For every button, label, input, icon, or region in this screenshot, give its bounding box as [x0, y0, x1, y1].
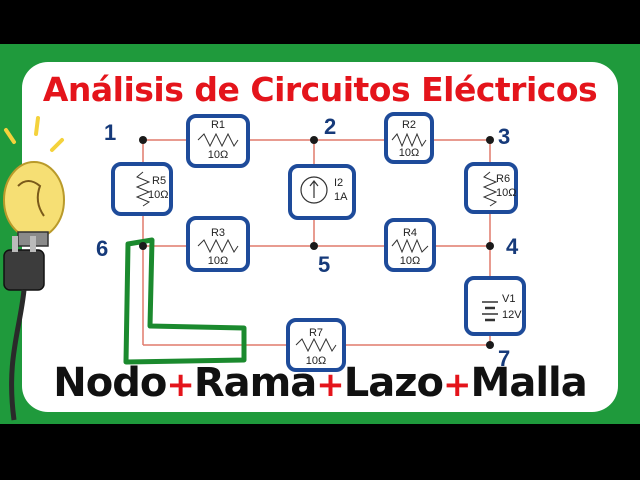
light-bulb-icon — [3, 116, 65, 247]
node-label-2: 2 — [324, 114, 336, 139]
node-dots — [139, 136, 494, 349]
plus-separator: + — [166, 365, 194, 405]
resistor-r2: R2 10Ω — [384, 112, 434, 164]
page-title: Análisis de Circuitos Eléctricos — [42, 70, 598, 109]
node-label-1: 1 — [104, 120, 116, 145]
node-label-4: 4 — [506, 234, 519, 259]
node-label-3: 3 — [498, 124, 510, 149]
resistor-r6: R6 10Ω — [464, 162, 518, 214]
r3-name: R3 — [211, 227, 225, 239]
r5-name: R5 — [152, 175, 166, 187]
r4-value: 10Ω — [400, 255, 420, 267]
i2-value: 1A — [334, 191, 348, 203]
current-source-i2: I2 1A — [288, 164, 356, 220]
r7-value: 10Ω — [306, 355, 326, 367]
r4-name: R4 — [403, 227, 417, 239]
term-malla: Malla — [470, 360, 588, 406]
resistor-r7: R7 10Ω — [286, 318, 346, 372]
r1-value: 10Ω — [208, 149, 228, 161]
v1-name: V1 — [502, 293, 515, 305]
green-loop-marker — [123, 237, 247, 365]
voltage-source-v1: V1 12V — [464, 276, 526, 336]
r5-value: 10Ω — [148, 189, 168, 201]
term-lazo: Lazo — [343, 360, 444, 406]
r7-name: R7 — [309, 327, 323, 339]
i2-name: I2 — [334, 177, 343, 189]
resistor-r5: R5 10Ω — [111, 162, 173, 216]
resistor-r4: R4 10Ω — [384, 218, 436, 272]
resistor-r3: R3 10Ω — [186, 216, 250, 272]
terms-line: Nodo+Rama+Lazo+Malla — [0, 360, 640, 406]
r1-name: R1 — [211, 119, 225, 131]
r2-name: R2 — [402, 119, 416, 131]
resistor-r1: R1 10Ω — [186, 114, 250, 168]
plus-separator: + — [443, 365, 471, 405]
node-label-5: 5 — [318, 252, 330, 277]
r6-value: 10Ω — [496, 187, 516, 199]
term-rama: Rama — [193, 360, 317, 406]
term-nodo: Nodo — [53, 360, 167, 406]
r6-name: R6 — [496, 173, 510, 185]
node-label-6: 6 — [96, 236, 108, 261]
r3-value: 10Ω — [208, 255, 228, 267]
node-label-7: 7 — [498, 346, 510, 371]
power-plug-icon — [3, 236, 45, 421]
v1-value: 12V — [502, 309, 522, 321]
plus-separator: + — [316, 365, 344, 405]
r2-value: 10Ω — [399, 147, 419, 159]
